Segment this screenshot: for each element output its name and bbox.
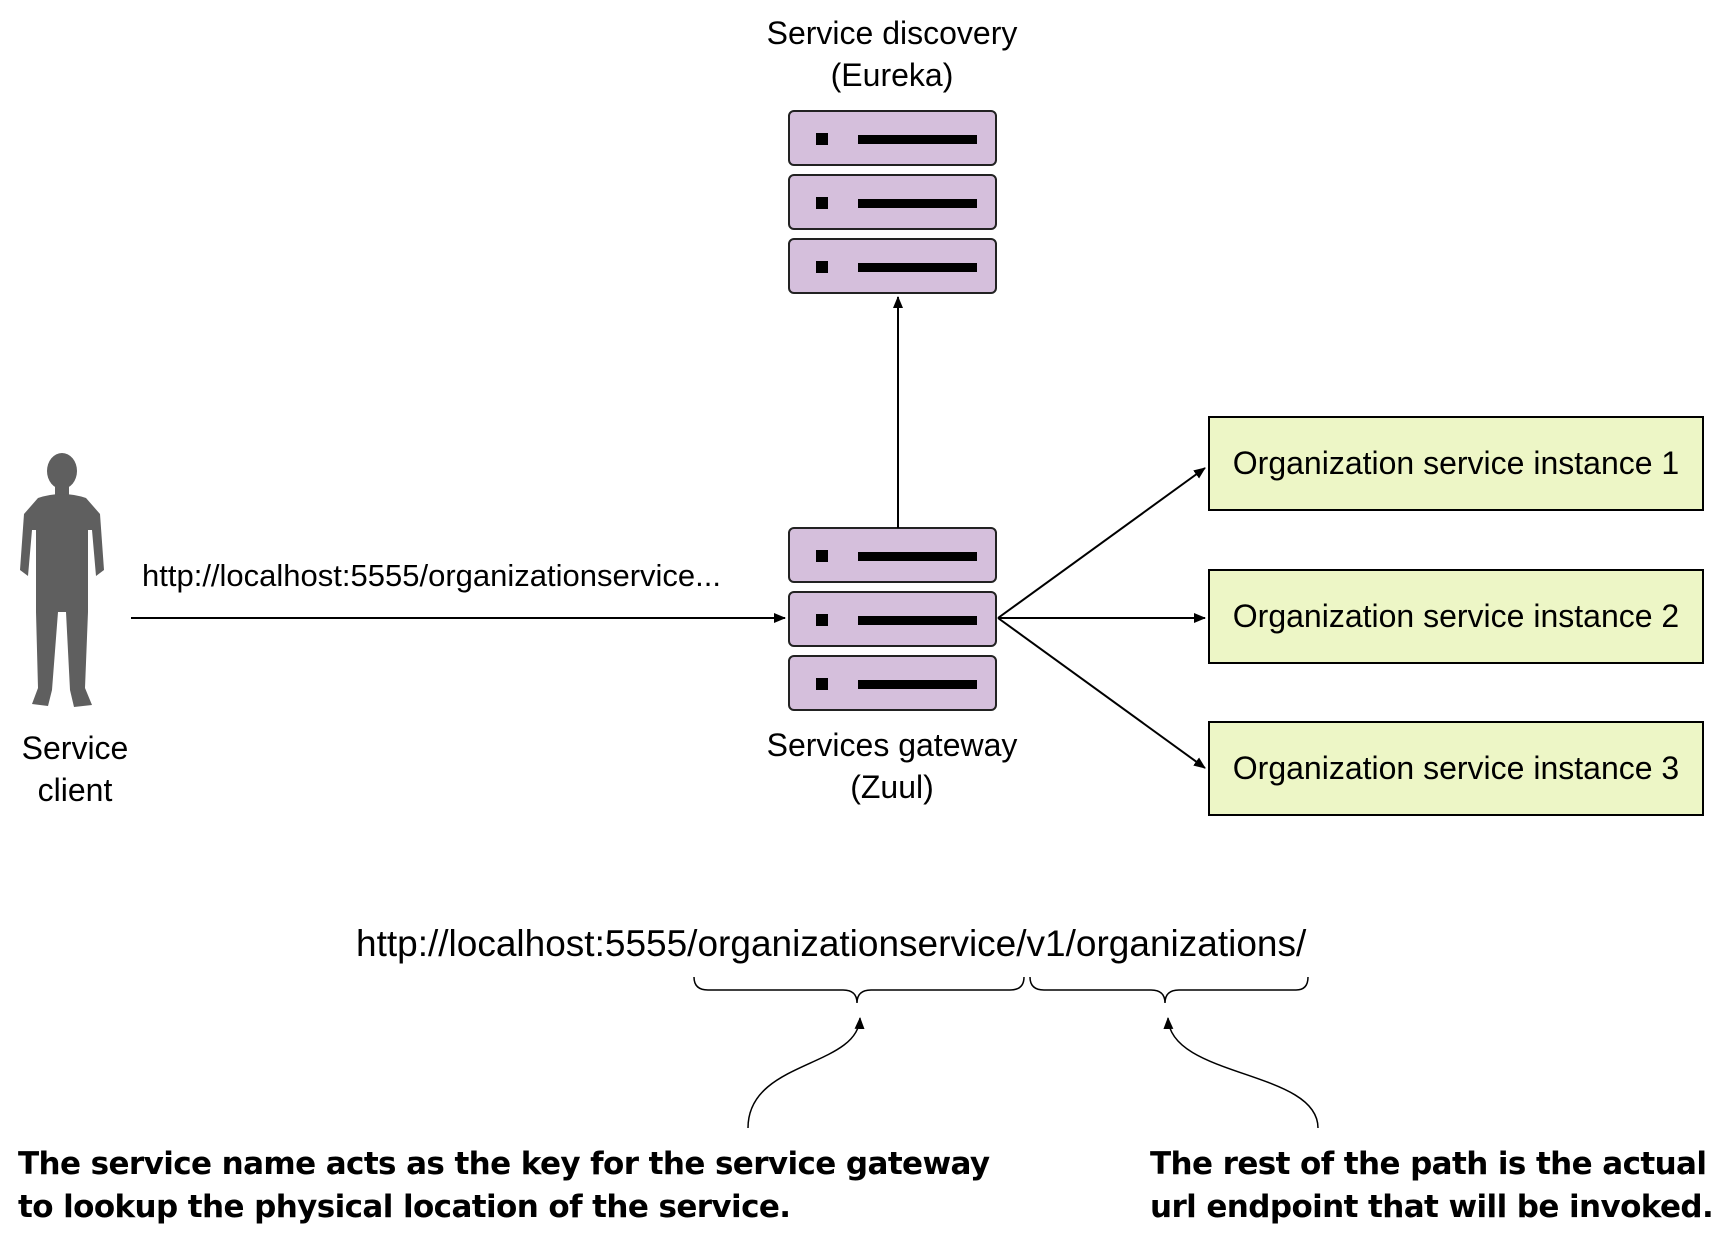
instance-1-label: Organization service instance 1 — [1232, 445, 1680, 481]
client-label-line2: client — [37, 772, 113, 808]
instance-1-box: Organization service instance 1 — [1208, 416, 1704, 511]
full-url: http://localhost:5555/organizationservic… — [356, 922, 1306, 966]
service-name-brace — [693, 976, 1025, 1004]
path-annotation-line1: The rest of the path is the actual — [1150, 1146, 1707, 1182]
service-name-annotation-line2: to lookup the physical location of the s… — [18, 1189, 791, 1225]
service-name-annotation-line1: The service name acts as the key for the… — [18, 1146, 990, 1182]
url-service-name: organizationservice — [697, 923, 1017, 964]
path-pointer-arrow — [1163, 1017, 1319, 1129]
url-path: /v1/organizations/ — [1016, 923, 1307, 964]
url-prefix: http://localhost:5555/ — [356, 923, 698, 964]
discovery-server-icon — [788, 110, 997, 294]
instance-3-label: Organization service instance 3 — [1232, 750, 1680, 786]
path-brace — [1029, 976, 1309, 1004]
gateway-title: Services gateway — [766, 727, 1018, 763]
discovery-subtitle: (Eureka) — [830, 57, 954, 93]
gateway-subtitle: (Zuul) — [850, 769, 934, 805]
client-label-line1: Service — [21, 730, 129, 766]
gateway-to-instance-1-arrow — [997, 467, 1206, 619]
gateway-to-instance-3-arrow — [997, 617, 1206, 769]
discovery-title: Service discovery — [766, 15, 1018, 51]
instance-3-box: Organization service instance 3 — [1208, 721, 1704, 816]
person-icon — [20, 453, 104, 707]
gateway-server-icon — [788, 527, 997, 711]
client-request-url-label: http://localhost:5555/organizationservic… — [142, 558, 722, 593]
service-name-pointer-arrow — [747, 1017, 865, 1129]
instance-2-label: Organization service instance 2 — [1232, 598, 1680, 634]
instance-2-box: Organization service instance 2 — [1208, 569, 1704, 664]
path-annotation-line2: url endpoint that will be invoked. — [1150, 1189, 1714, 1225]
